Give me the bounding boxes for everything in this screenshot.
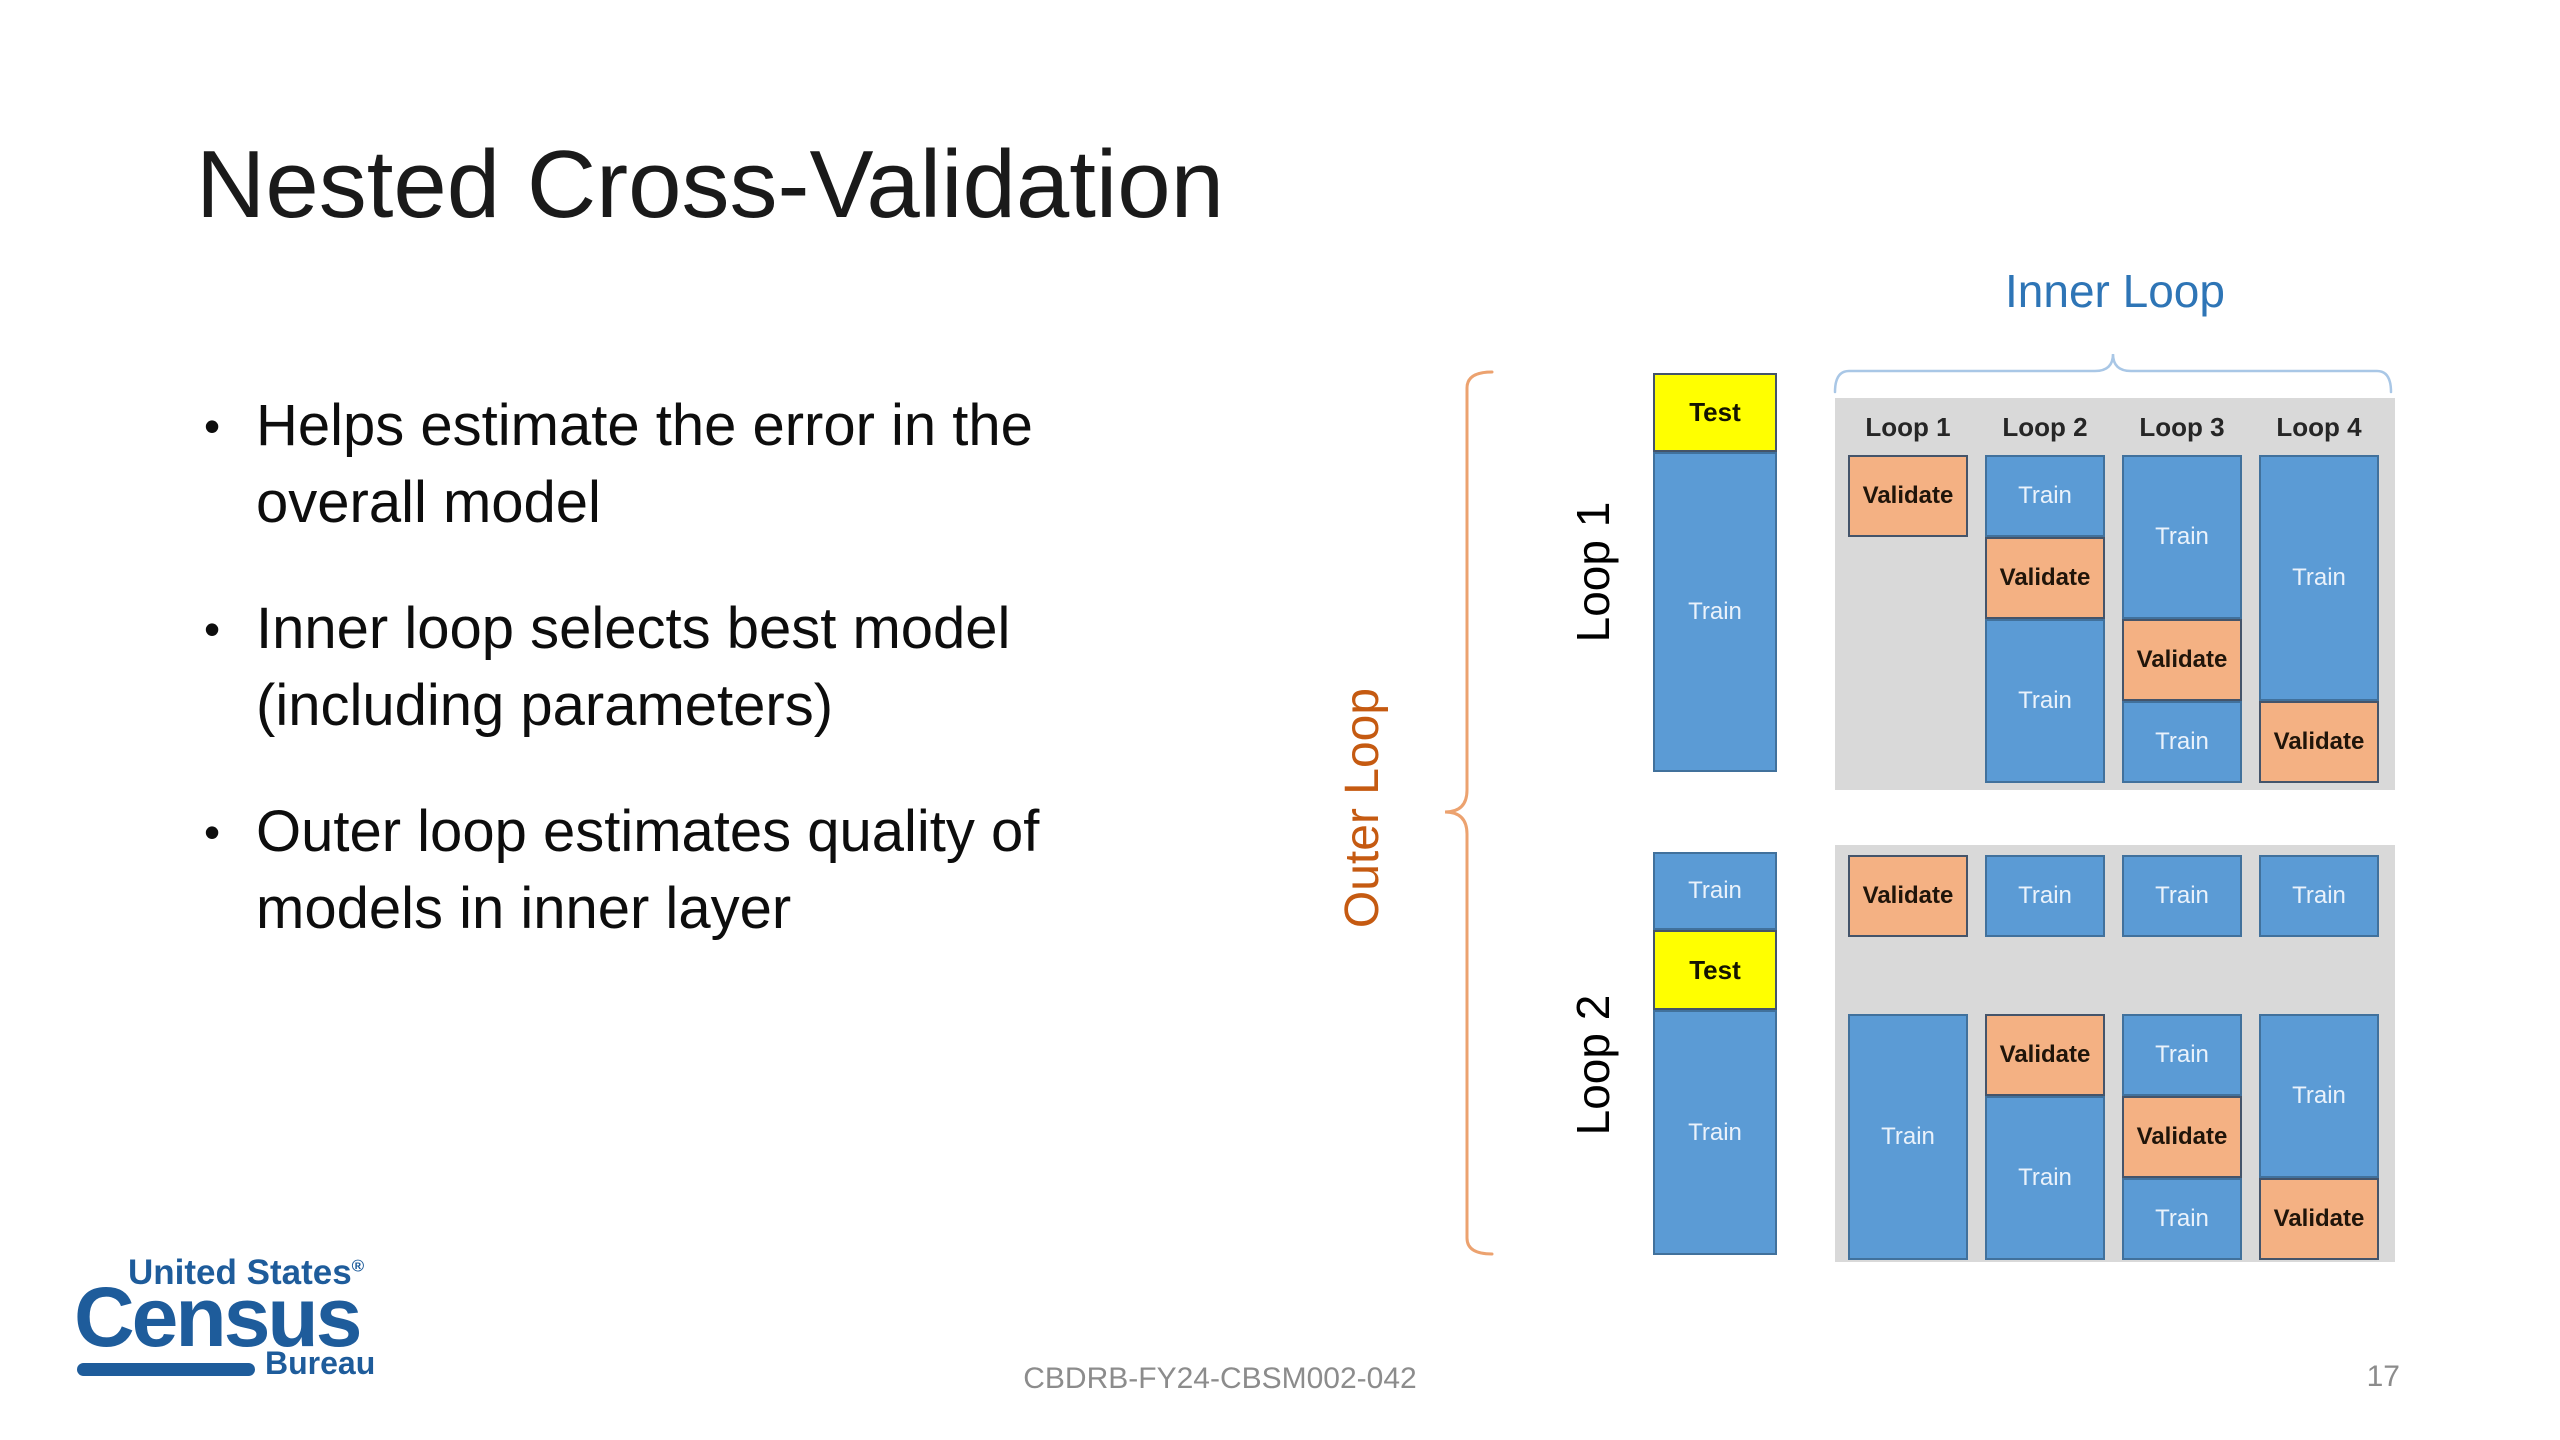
bullet-item: Helps estimate the error in the overall … xyxy=(204,388,1214,541)
loop2-outer-test-block: Test xyxy=(1653,930,1777,1010)
fold-block: Validate xyxy=(1848,455,1968,537)
loop1-outer-train-block: Train xyxy=(1653,452,1777,772)
inner-header-loop4: Loop 4 xyxy=(2276,412,2362,442)
logo-united-states: United States® xyxy=(128,1253,364,1293)
fold-block: Train xyxy=(2122,855,2242,937)
loop2-outer-train-bottom-block: Train xyxy=(1653,1010,1777,1255)
fold-block: Train xyxy=(2122,701,2242,783)
fold-block: Train xyxy=(2259,1014,2379,1178)
inner-header-loop2: Loop 2 xyxy=(2002,412,2088,442)
logo-united-states-text: United States xyxy=(128,1253,352,1292)
page-title: Nested Cross-Validation xyxy=(196,131,1225,238)
fold-block: Train xyxy=(2122,455,2242,619)
inner-header-loop3: Loop 3 xyxy=(2139,412,2225,442)
registered-mark: ® xyxy=(351,1256,365,1276)
fold-block: Train xyxy=(1848,1014,1968,1260)
fold-block: Train xyxy=(2122,1178,2242,1260)
bullet-text: Outer loop estimates quality of models i… xyxy=(256,799,1040,941)
inner-loop-title: Inner Loop xyxy=(2005,265,2225,317)
fold-block: Train xyxy=(1985,855,2105,937)
fold-block: Validate xyxy=(2122,1096,2242,1178)
page-number: 17 xyxy=(2366,1360,2400,1393)
fold-block: Train xyxy=(1985,619,2105,783)
outer-loop1-label: Loop 1 xyxy=(1567,501,1619,643)
fold-block: Validate xyxy=(2259,701,2379,783)
bullet-text: Helps estimate the error in the overall … xyxy=(256,393,1033,535)
loop2-outer-train-top-block: Train xyxy=(1653,852,1777,930)
inner-header-loop1: Loop 1 xyxy=(1865,412,1951,442)
fold-block: Train xyxy=(2259,455,2379,701)
outer-loop-brace-icon xyxy=(1444,370,1494,1256)
loop1-outer-test-block: Test xyxy=(1653,373,1777,452)
bullet-list: Helps estimate the error in the overall … xyxy=(204,388,1214,997)
fold-block: Validate xyxy=(2122,619,2242,701)
fold-block: Train xyxy=(2122,1014,2242,1096)
logo-bureau-text: Bureau xyxy=(265,1345,376,1381)
fold-block: Train xyxy=(1985,1096,2105,1260)
fold-block: Train xyxy=(1985,455,2105,537)
outer-loop-title: Outer Loop xyxy=(1335,687,1389,929)
outer-loop2-label: Loop 2 xyxy=(1567,994,1619,1136)
inner-loop-brace-icon xyxy=(1833,353,2393,394)
bullet-item: Inner loop selects best model (including… xyxy=(204,591,1214,744)
logo-census-text: Census xyxy=(74,1270,362,1364)
fold-block: Validate xyxy=(1985,1014,2105,1096)
bullet-text: Inner loop selects best model (including… xyxy=(256,596,1011,738)
disclosure-code: CBDRB-FY24-CBSM002-042 xyxy=(1023,1362,1417,1395)
fold-block: Train xyxy=(2259,855,2379,937)
fold-block: Validate xyxy=(1848,855,1968,937)
fold-block: Validate xyxy=(2259,1178,2379,1260)
bullet-item: Outer loop estimates quality of models i… xyxy=(204,794,1214,947)
fold-block: Validate xyxy=(1985,537,2105,619)
census-bureau-logo: United States® Census Bureau xyxy=(60,1235,405,1440)
logo-underline-bar xyxy=(77,1363,255,1376)
